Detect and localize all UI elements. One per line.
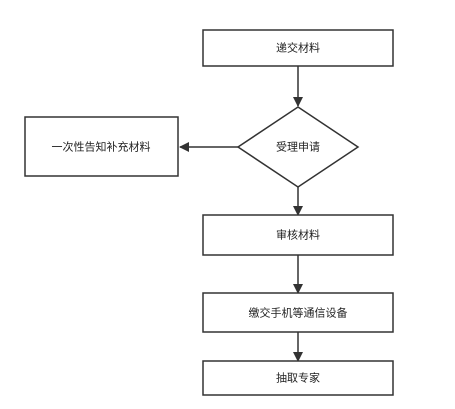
node-submit-label: 递交材料 <box>276 41 320 55</box>
node-handover: 缴交手机等通信设备 <box>202 292 394 333</box>
node-draw-label: 抽取专家 <box>276 371 320 385</box>
node-accept-label: 受理申请 <box>276 141 320 154</box>
node-accept: 受理申请 <box>236 106 360 188</box>
node-supplement-label: 一次性告知补充材料 <box>52 140 151 154</box>
node-handover-label: 缴交手机等通信设备 <box>249 306 348 320</box>
node-review: 审核材料 <box>202 214 394 256</box>
node-supplement: 一次性告知补充材料 <box>24 116 179 177</box>
node-review-label: 审核材料 <box>276 228 320 242</box>
node-submit: 递交材料 <box>202 29 394 67</box>
node-draw: 抽取专家 <box>202 360 394 396</box>
